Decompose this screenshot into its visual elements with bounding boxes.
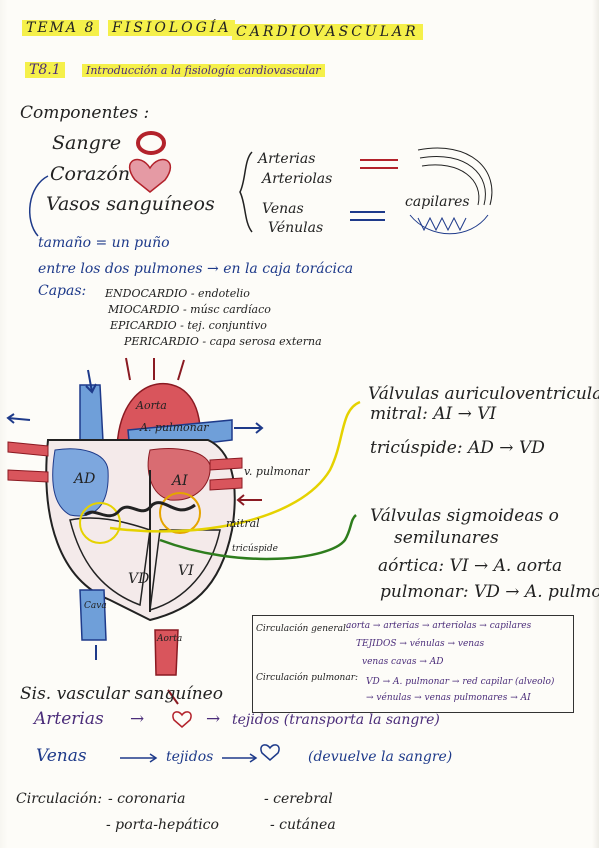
sig-heading-1: Válvulas sigmoideas o xyxy=(370,506,559,526)
capa-pericardio: PERICARDIO - capa serosa externa xyxy=(124,335,322,348)
tema-label: TEMA 8 xyxy=(22,20,100,36)
componentes-heading: Componentes : xyxy=(20,103,150,123)
aortica-text: aórtica: VI → A. aorta xyxy=(378,556,563,576)
fisiologia-label: FISIOLOGÍA xyxy=(108,20,236,36)
circ-coronaria: - coronaria xyxy=(108,791,186,807)
label-tricuspide: tricúspide xyxy=(232,544,278,554)
label-a-pulmonar: A. pulmonar xyxy=(140,421,209,434)
devuelve-text: (devuelve la sangre) xyxy=(308,749,453,765)
circ-general-line2: TEJIDOS → vénulas → venas xyxy=(356,639,485,649)
label-cava: Cava xyxy=(84,601,107,611)
label-ai: AI xyxy=(172,473,188,489)
curve-arrow-icon xyxy=(29,175,49,237)
section-number: T8.1 xyxy=(25,62,65,78)
vessel-venulas: Vénulas xyxy=(268,220,324,236)
circ-cutanea: - cutánea xyxy=(270,817,336,833)
heart-small-icon-2 xyxy=(260,744,280,761)
label-v-pulmonar: v. pulmonar xyxy=(244,465,310,478)
sangre-label: Sangre xyxy=(52,132,122,154)
green-connector xyxy=(159,514,357,561)
sig-heading-2: semilunares xyxy=(394,528,499,548)
section-title: Introducción a la fisiología cardiovascu… xyxy=(82,64,325,77)
pulmonar-text: pulmonar: VD → A. pulmonar xyxy=(380,582,599,602)
label-vd: VD xyxy=(128,571,150,587)
arterias-label: Arterias xyxy=(34,709,104,729)
label-aorta: Aorta xyxy=(136,399,167,412)
venas-label: Venas xyxy=(36,746,87,766)
tricuspide-text: tricúspide: AD → VD xyxy=(370,438,545,458)
label-mitral: mitral xyxy=(226,517,260,530)
capa-epicardio: EPICARDIO - tej. conjuntivo xyxy=(110,319,267,332)
capilares-label: capilares xyxy=(405,194,470,210)
tejidos-2-text: tejidos xyxy=(166,749,214,765)
cardiovascular-label: CARDIOVASCULAR xyxy=(232,24,423,40)
av-heading: Válvulas auriculoventriculares xyxy=(368,384,599,404)
heart-small-icon-1 xyxy=(172,711,192,728)
label-aorta-bottom: Aorta xyxy=(157,634,183,644)
arterias-arrow-2: → xyxy=(206,709,221,729)
capas-label: Capas: xyxy=(38,283,87,299)
blood-cell-icon xyxy=(136,131,166,155)
circ-general-label: Circulación general: xyxy=(256,624,349,634)
tamano-text: tamaño = un puño xyxy=(38,235,170,251)
capillary-bed-icon xyxy=(409,147,493,235)
circulation-box xyxy=(252,615,574,713)
tejidos-1-text: tejidos (transporta la sangre) xyxy=(232,712,440,728)
heart-icon xyxy=(128,158,172,193)
vasos-label: Vasos sanguíneos xyxy=(46,193,215,215)
circ-cerebral: - cerebral xyxy=(264,791,333,807)
mitral-text: mitral: AI → VI xyxy=(370,404,497,424)
circ-general-line1: aorta → arterias → arteriolas → capilare… xyxy=(346,621,532,631)
sis-vascular-heading: Sis. vascular sanguíneo xyxy=(20,684,223,704)
circ-porta-hepatico: - porta-hepático xyxy=(106,817,219,833)
corazon-label: Corazón xyxy=(50,163,131,185)
circ-pulmonar-line1: VD → A. pulmonar → red capilar (alveolo) xyxy=(366,677,555,687)
label-ad: AD xyxy=(74,471,96,487)
vessel-arteriolas: Arteriolas xyxy=(262,171,333,187)
vessel-venas: Venas xyxy=(262,201,304,217)
brace-icon xyxy=(239,151,253,233)
capa-endocardio: ENDOCARDIO - endotelio xyxy=(105,287,250,300)
circulacion-label: Circulación: xyxy=(16,791,103,807)
label-vi: VI xyxy=(178,563,194,579)
arterias-arrow-1: → xyxy=(130,709,145,729)
vessel-arterias: Arterias xyxy=(258,151,316,167)
capa-miocardio: MIOCARDIO - músc cardíaco xyxy=(108,303,271,316)
ubicacion-text: entre los dos pulmones → en la caja torá… xyxy=(38,261,354,277)
circ-pulmonar-label: Circulación pulmonar: xyxy=(256,673,359,683)
circ-pulmonar-line2: → vénulas → venas pulmonares → AI xyxy=(366,693,531,703)
yellow-connector xyxy=(109,400,361,533)
circ-general-line3: venas cavas → AD xyxy=(362,657,444,667)
